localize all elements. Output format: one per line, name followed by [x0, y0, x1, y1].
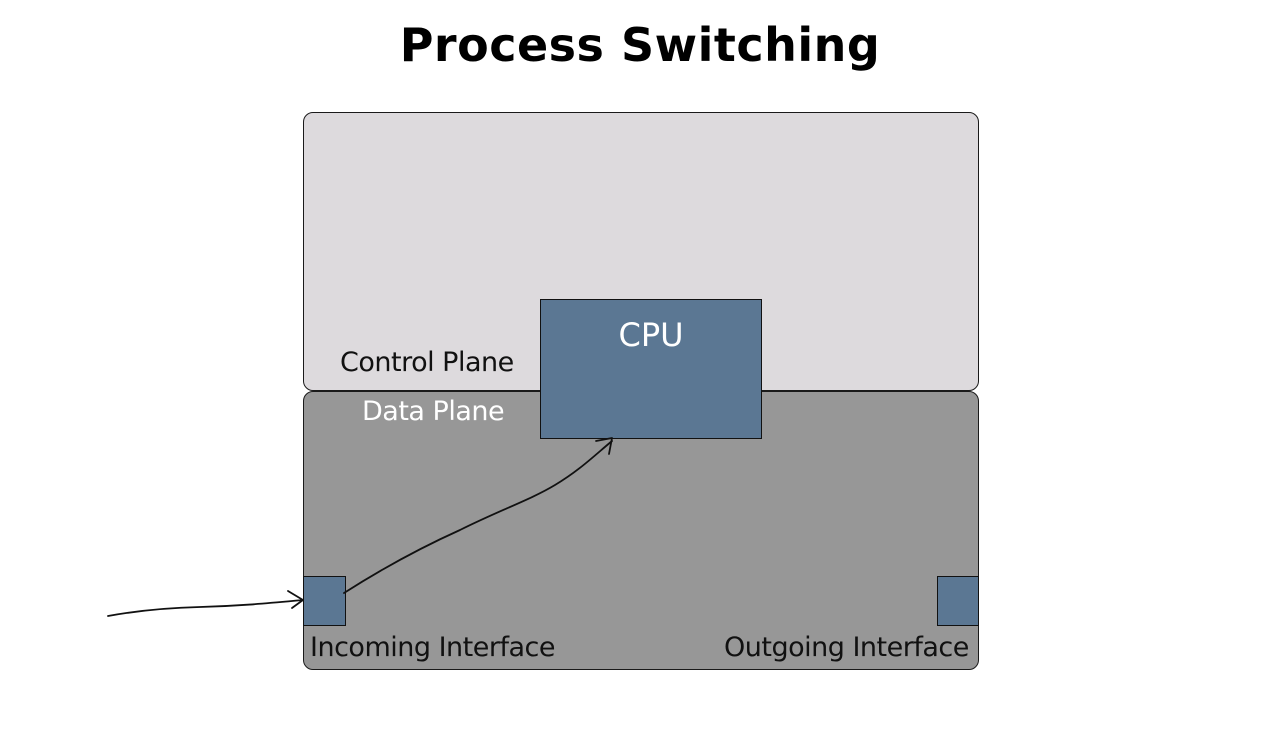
cpu-box: CPU [540, 299, 762, 439]
external-to-incoming-arrow [107, 590, 304, 617]
control-plane-label: Control Plane [340, 347, 514, 378]
cpu-label: CPU [618, 316, 684, 354]
outgoing-interface-label: Outgoing Interface [724, 632, 969, 663]
arrow-line [107, 599, 304, 617]
data-plane-label: Data Plane [362, 396, 505, 427]
outgoing-interface-box [937, 576, 979, 626]
incoming-interface-label: Incoming Interface [310, 632, 555, 663]
slide-title: Process Switching [399, 18, 881, 72]
incoming-interface-box [303, 576, 346, 626]
arrow-head [287, 590, 304, 609]
